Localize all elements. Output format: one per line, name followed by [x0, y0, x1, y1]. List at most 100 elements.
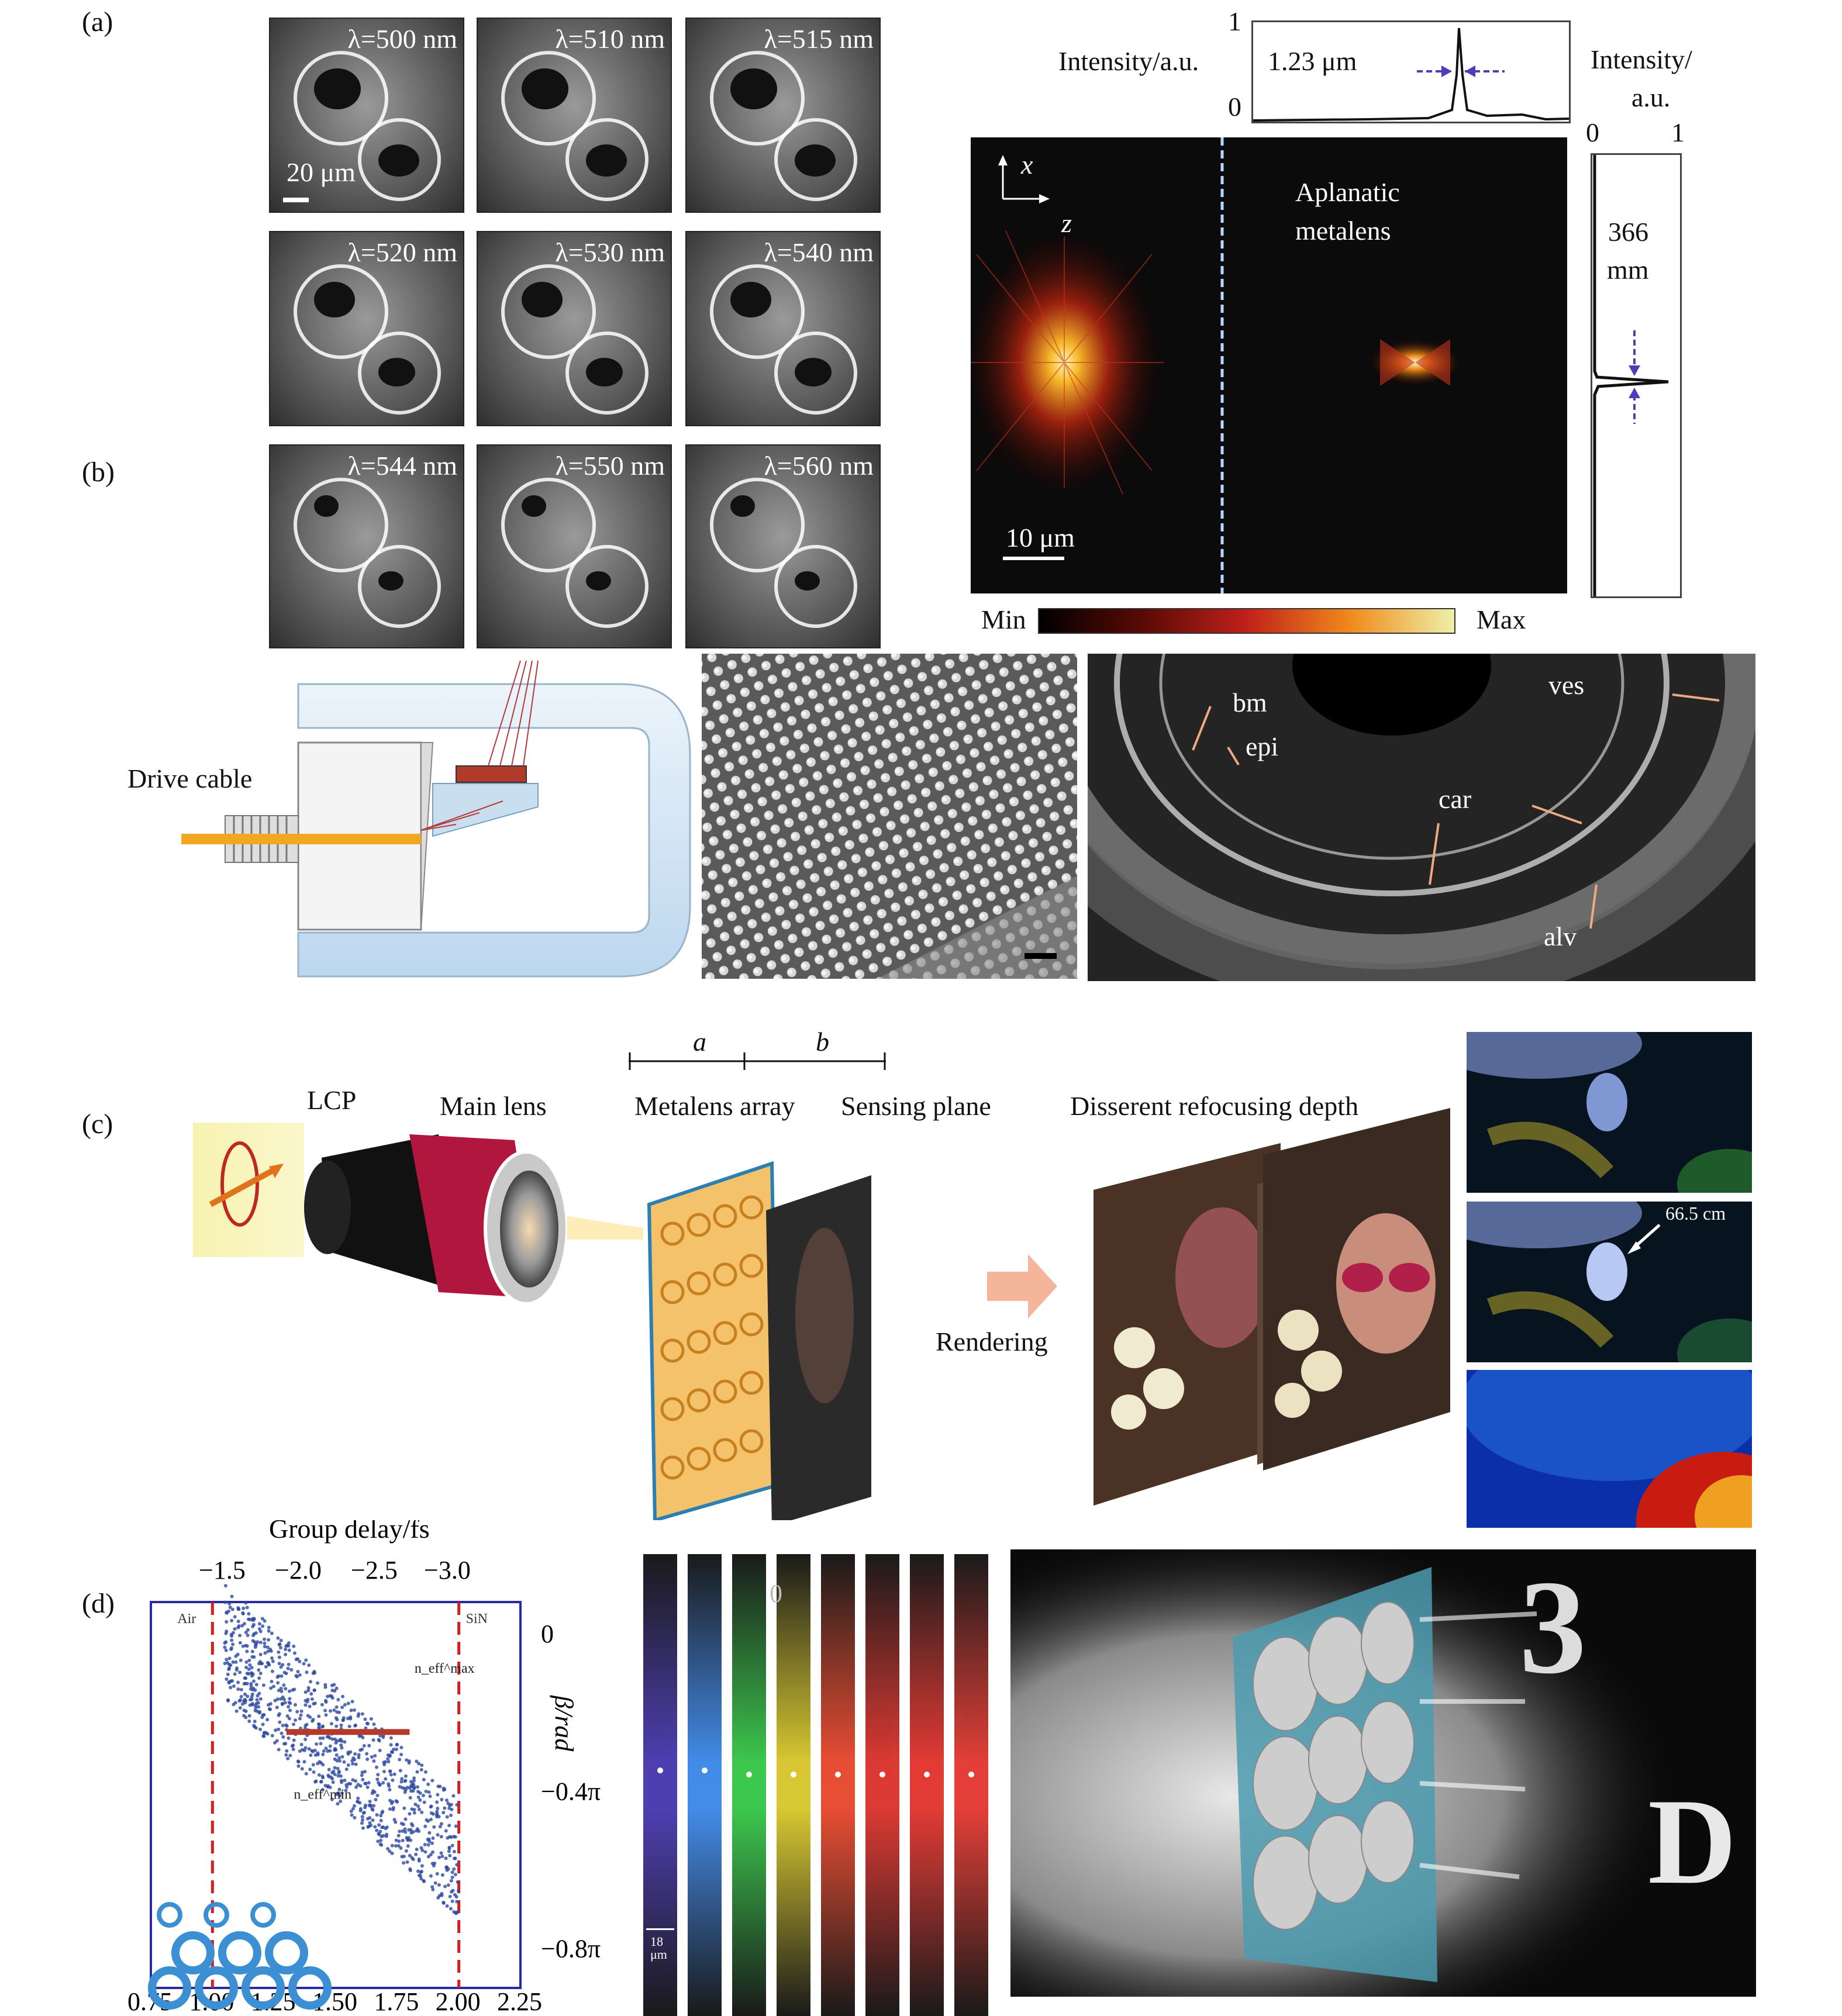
scatter-point: [449, 1879, 453, 1883]
scatter-point: [391, 1800, 395, 1804]
scatter-point: [288, 1689, 292, 1693]
scatter-point: [340, 1780, 344, 1784]
scatter-point: [351, 1807, 355, 1811]
scatter-point: [329, 1709, 333, 1713]
scatter-point: [226, 1698, 230, 1702]
scatter-point: [274, 1728, 278, 1732]
scatter-point: [232, 1684, 236, 1688]
scatter-point: [409, 1822, 413, 1826]
scatter-point: [419, 1768, 423, 1772]
scatter-point: [261, 1683, 265, 1687]
scatter-point: [335, 1710, 339, 1714]
scatter-point: [441, 1786, 446, 1790]
scatter-point: [284, 1687, 288, 1691]
scatter-point: [411, 1789, 415, 1793]
scatter-point: [415, 1770, 419, 1774]
scatter-point: [426, 1782, 430, 1786]
scatter-point: [423, 1850, 427, 1854]
scatter-point: [251, 1679, 256, 1683]
scatter-point: [372, 1722, 376, 1726]
scatter-point: [223, 1600, 227, 1604]
unit-cell-icon: [171, 1931, 215, 1974]
scatter-point: [234, 1668, 239, 1672]
scatter-point: [409, 1838, 413, 1842]
scatter-point: [409, 1780, 413, 1784]
scatter-point: [346, 1752, 350, 1756]
scatter-point: [242, 1682, 246, 1686]
side-profile-tick-1: 1: [1671, 118, 1685, 147]
scatter-point: [238, 1641, 242, 1645]
scatter-point: [403, 1779, 407, 1783]
scatter-point: [445, 1868, 449, 1872]
scatter-point: [367, 1744, 371, 1748]
scatter-point: [400, 1777, 404, 1781]
scatter-point: [363, 1770, 367, 1774]
scatter-point: [349, 1708, 353, 1713]
scatter-point: [421, 1793, 425, 1797]
scatter-point: [261, 1713, 265, 1717]
scatter-point: [360, 1815, 364, 1819]
scatter-point: [346, 1717, 350, 1721]
scatter-point: [342, 1718, 346, 1722]
scatter-point: [411, 1784, 415, 1789]
scatter-point: [423, 1770, 427, 1774]
scatter-point: [332, 1683, 336, 1687]
scatter-point: [420, 1810, 424, 1814]
scatter-point: [412, 1811, 416, 1815]
scatter-point: [456, 1880, 460, 1884]
scatter-point: [361, 1818, 365, 1822]
scatter-point: [291, 1747, 295, 1751]
scatter-point: [244, 1715, 248, 1720]
scatter-point: [328, 1694, 332, 1698]
scatter-point: [288, 1753, 292, 1758]
scatter-point: [394, 1820, 398, 1824]
scatter-point: [446, 1836, 450, 1840]
scatter-point: [420, 1848, 425, 1852]
scatter-point: [285, 1749, 289, 1753]
unit-cell-icon: [148, 1966, 191, 2010]
colorbar-min-label: Min: [981, 605, 1026, 634]
scatter-point: [319, 1780, 323, 1784]
scatter-point: [370, 1755, 374, 1759]
scatter-point: [316, 1681, 320, 1685]
micrograph-7: λ=544 nm: [269, 444, 464, 648]
scatter-point: [380, 1834, 384, 1838]
scatter-point: [446, 1801, 450, 1806]
scatter-point: [343, 1740, 347, 1744]
scatter-point: [323, 1683, 327, 1687]
scatter-point: [302, 1748, 306, 1752]
scatter-point: [419, 1877, 423, 1881]
scatter-point: [225, 1629, 229, 1633]
scatter-point: [394, 1838, 398, 1842]
micrograph-caption: λ=515 nm: [764, 24, 874, 54]
scatter-point: [319, 1742, 323, 1746]
micrograph-4: λ=520 nm: [269, 231, 464, 426]
scatter-point: [398, 1758, 402, 1762]
scatter-point: [284, 1753, 288, 1757]
scatter-point: [423, 1842, 427, 1846]
scatter-point: [287, 1705, 291, 1709]
scatter-point: [441, 1901, 446, 1905]
scatter-point: [377, 1823, 381, 1827]
micrograph-caption: λ=500 nm: [347, 24, 457, 54]
scatter-point: [230, 1638, 234, 1642]
scatter-point: [411, 1858, 415, 1862]
scatter-point: [245, 1606, 249, 1610]
scatter-point: [439, 1822, 443, 1826]
scatter-point: [225, 1658, 229, 1662]
metalens-array-illustration: [637, 1146, 912, 1526]
scatter-point: [244, 1665, 249, 1669]
scatter-point: [343, 1779, 347, 1783]
scatter-point: [366, 1825, 370, 1829]
svg-text:D: D: [1648, 1774, 1737, 1910]
scatter-point: [250, 1666, 254, 1670]
scatter-point: [257, 1705, 261, 1709]
scatter-point: [377, 1832, 381, 1837]
scatter-point: [350, 1700, 354, 1704]
scatter-point: [230, 1594, 234, 1599]
scatter-point: [278, 1720, 282, 1724]
neff-min-label: n_eff^min: [294, 1787, 351, 1803]
scatter-point: [405, 1836, 409, 1840]
scatter-point: [296, 1670, 300, 1674]
scatter-point: [333, 1773, 337, 1777]
